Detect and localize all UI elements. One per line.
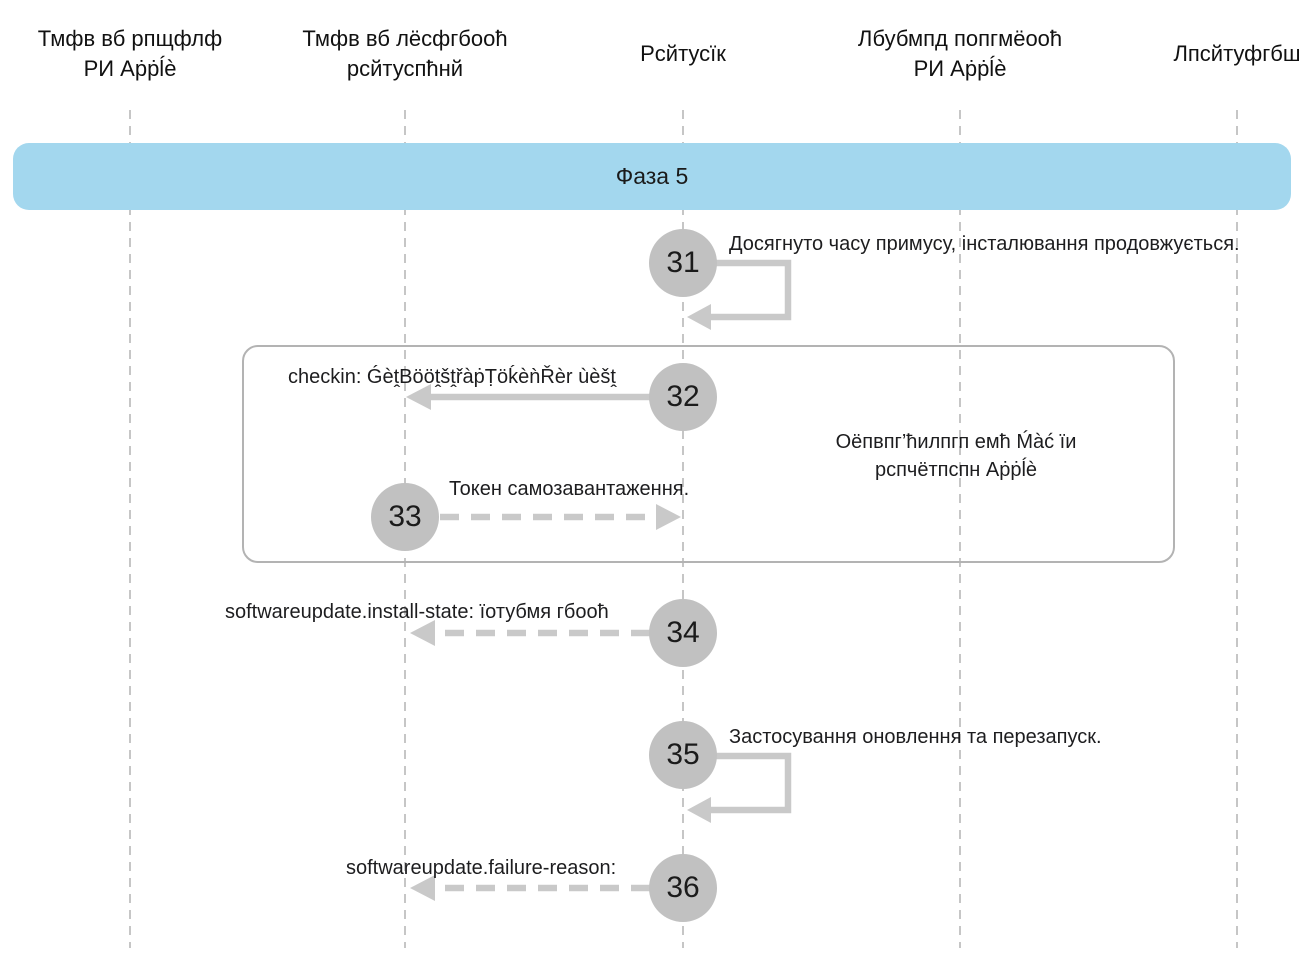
step-35-badge: 35 — [649, 721, 717, 789]
step-number: 35 — [666, 738, 700, 771]
actor-label-line: рсйтуспћнй — [346, 56, 464, 81]
actor-label-line: РИ Аṗṗĺè — [913, 56, 1007, 81]
step-31-label: Досягнуто часу примусу, інсталювання про… — [729, 233, 1240, 255]
step-35-self-loop-arrow — [709, 752, 792, 814]
step-number: 33 — [388, 500, 422, 533]
step-35-arrowhead-icon — [687, 797, 711, 823]
step-31-self-loop-arrow — [709, 259, 792, 321]
step-32-label: checkin: ǴèṱBööṱšṱřàṗṬöḱèǹŘèr ùèšṱ — [288, 366, 616, 388]
step-number: 32 — [666, 380, 700, 413]
step-number: 34 — [666, 616, 700, 649]
actor-label-line: Лпсйтуфгбш — [1173, 41, 1301, 66]
note-line: рспчётпспн Аṗṗĺè — [874, 459, 1038, 481]
lifeline-4 — [959, 110, 961, 948]
actor-header-software-update-catalog: Лбубмпд попгмёооћ РИ Аṗṗĺè — [810, 22, 1110, 86]
bootstrap-token-group-box — [242, 345, 1175, 563]
step-36-badge: 36 — [649, 854, 717, 922]
actor-header-software-lookup-service: Тмфв вб рпщфлф РИ Аṗṗĺè — [0, 22, 280, 86]
step-33-label: Токен самозавантаження. — [449, 478, 690, 500]
step-31-arrowhead-icon — [687, 304, 711, 330]
phase-band: Фаза 5 — [13, 143, 1291, 210]
step-34-badge: 34 — [649, 599, 717, 667]
actor-header-device-management-service: Тмфв вб лёсфгбооћ рсйтуспћнй — [255, 22, 555, 86]
lifeline-1 — [129, 110, 131, 948]
actor-label-line: Тмфв вб лёсфгбооћ — [302, 26, 508, 51]
note-line: Оёпвпг’ћилпгп емћ Ḿàć їи — [835, 431, 1077, 453]
phase-label: Фаза 5 — [615, 163, 689, 189]
step-32-badge: 32 — [649, 363, 717, 431]
step-36-label: softwareupdate.failure-reason: — [346, 857, 617, 879]
actor-label-line: Рсйтусїк — [640, 41, 726, 66]
step-number: 36 — [666, 871, 700, 904]
step-33-badge: 33 — [371, 483, 439, 551]
step-34-label: softwareupdate.install-state: їотубмя гб… — [225, 601, 609, 623]
step-31-badge: 31 — [649, 229, 717, 297]
actor-header-user: Лпсйтуфгбш — [1087, 22, 1303, 86]
actor-label-line: Тмфв вб рпщфлф — [37, 26, 223, 51]
lifeline-3 — [682, 110, 684, 948]
actor-label-line: РИ Аṗṗĺè — [83, 56, 177, 81]
step-number: 31 — [666, 246, 700, 279]
group-box-note: Оёпвпг’ћилпгп емћ Ḿàć їи рспчётпспн Аṗṗĺ… — [770, 428, 1142, 484]
actor-label-line: Лбубмпд попгмёооћ — [857, 26, 1063, 51]
actor-header-device: Рсйтусїк — [533, 22, 833, 86]
lifeline-5 — [1236, 110, 1238, 948]
step-35-label: Застосування оновлення та перезапуск. — [729, 726, 1102, 748]
